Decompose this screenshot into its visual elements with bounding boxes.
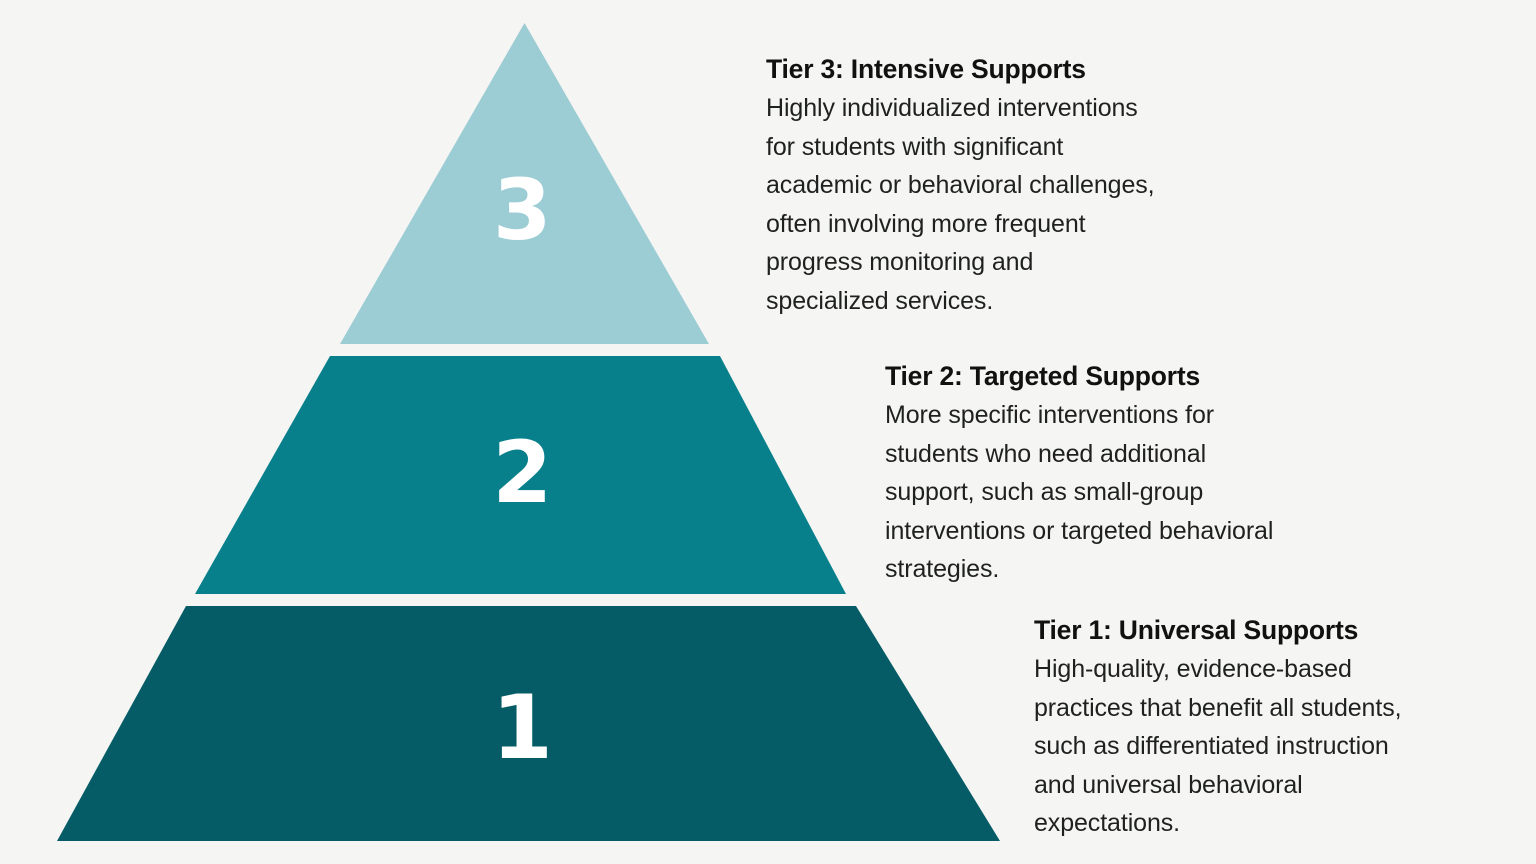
tier-3-body: Highly individualized interventions for … — [766, 89, 1286, 320]
tier-3-body-line: Highly individualized interventions — [766, 94, 1138, 122]
tier-3-numeral: 3 — [493, 161, 552, 259]
tier-2-body-line: strategies. — [885, 555, 1000, 583]
tier-pyramid-shape — [57, 23, 1000, 841]
tier-3-body-line: progress monitoring and — [766, 248, 1034, 276]
tier-1-body-line: practices that benefit all students, — [1034, 693, 1402, 722]
tier-1-body-line: expectations. — [1034, 809, 1181, 837]
tier-1-body-line: such as differentiated instruction — [1034, 732, 1389, 760]
tier-2-band[interactable] — [195, 356, 846, 594]
tier-1-band[interactable] — [57, 606, 1000, 841]
tier-2-description-block: Tier 2: Targeted Supports More specific … — [885, 357, 1405, 589]
tier-2-body-line: More specific interventions for — [885, 401, 1214, 429]
tier-2-heading: Tier 2: Targeted Supports — [885, 361, 1201, 391]
tier-3-body-line: for students with significant — [766, 132, 1064, 161]
tier-1-body: High-quality, evidence-based practices t… — [1034, 650, 1536, 843]
tier-1-numeral: 1 — [491, 676, 554, 779]
tier-2-body-line: support, such as small-group — [885, 478, 1204, 506]
tier-3-body-line: academic or behavioral challenges, — [766, 171, 1155, 199]
tier-1-description-block: Tier 1: Universal Supports High-quality,… — [1034, 611, 1536, 843]
tier-3-heading: Tier 3: Intensive Supports — [766, 54, 1086, 84]
tier-3-body-line: often involving more frequent — [766, 209, 1086, 238]
tier-2-body: More specific interventions for students… — [885, 396, 1405, 589]
tier-1-body-line: and universal behavioral — [1034, 770, 1303, 799]
tier-3-band[interactable] — [340, 23, 709, 344]
tier-2-numeral: 2 — [492, 423, 553, 523]
tier-2-body-line: interventions or targeted behavioral — [885, 516, 1274, 545]
tier-1-body-line: High-quality, evidence-based — [1034, 655, 1352, 683]
tier-2-body-line: students who need additional — [885, 439, 1207, 468]
tier-1-heading: Tier 1: Universal Supports — [1034, 615, 1359, 645]
tier-3-body-line: specialized services. — [766, 286, 994, 315]
tier-3-description-block: Tier 3: Intensive Supports Highly indivi… — [766, 50, 1286, 320]
